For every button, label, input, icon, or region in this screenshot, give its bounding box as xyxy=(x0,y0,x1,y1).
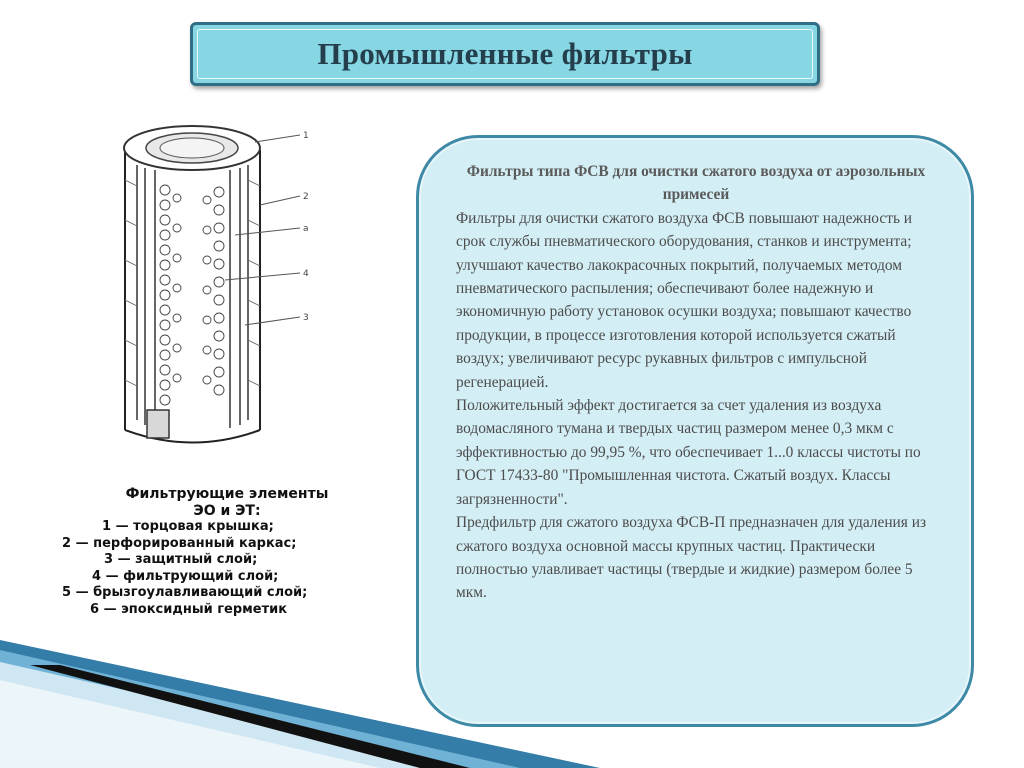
legend-title: Фильтрующие элементы xyxy=(125,486,329,502)
page-title: Промышленные фильтры xyxy=(317,36,693,71)
callout-label: 1 xyxy=(303,131,309,141)
legend-item: 3 — защитный слой; xyxy=(104,552,258,567)
paragraph: Фильтры для очистки сжатого воздуха ФСВ … xyxy=(456,209,913,391)
description-content: Фильтры типа ФСВ для очистки сжатого воз… xyxy=(456,160,936,605)
legend-item: 4 — фильтрующий слой; xyxy=(92,568,279,584)
legend-item: 2 — перфорированный каркас; xyxy=(62,535,297,551)
paragraph: Предфильтр для сжатого воздуха ФСВ-П пре… xyxy=(456,514,927,602)
panel-heading: Фильтры типа ФСВ для очистки сжатого воз… xyxy=(466,163,926,204)
callout-label: 3 xyxy=(303,313,309,323)
decorative-corner-stripes xyxy=(0,640,600,768)
legend-item: 6 — эпоксидный герметик xyxy=(90,601,288,617)
title-banner: Промышленные фильтры xyxy=(190,22,820,86)
legend-subtitle: ЭО и ЭТ: xyxy=(193,502,261,519)
legend-item: 5 — брызгоулавливающий слой; xyxy=(62,585,308,600)
diagram-legend: Фильтрующие элементы ЭО и ЭТ: 1 — торцов… xyxy=(62,486,392,618)
description-panel: Фильтры типа ФСВ для очистки сжатого воз… xyxy=(416,135,974,727)
callout-label: a xyxy=(303,224,309,234)
paragraph: Положительный эффект достигается за счет… xyxy=(456,397,921,508)
filter-element-diagram: 1 2 a 4 3 xyxy=(123,125,309,444)
legend-item: 1 — торцовая крышка; xyxy=(102,519,274,534)
callout-label: 4 xyxy=(303,269,309,279)
callout-label: 2 xyxy=(303,192,309,202)
